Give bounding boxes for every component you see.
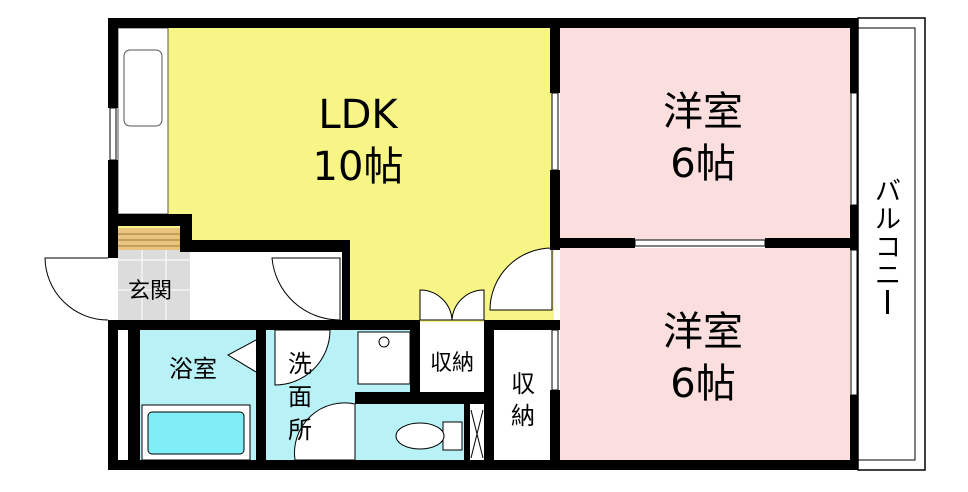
western-room-1-size: 6帖 — [670, 141, 735, 187]
toilet-door-x — [470, 409, 484, 459]
western-room-1-floor — [560, 28, 850, 240]
ldk-size: 10帖 — [313, 144, 404, 190]
balcony-char: コ — [875, 233, 901, 263]
bath-door — [226, 339, 257, 373]
storage-1-floor — [420, 330, 484, 392]
balcony-rail — [857, 27, 916, 461]
balcony-char-long-vowel — [886, 290, 889, 314]
bath-label: 浴室 — [169, 355, 217, 383]
entrance-label: 玄関 — [128, 279, 172, 304]
balcony-char: バ — [875, 177, 901, 207]
hall-door — [271, 257, 341, 321]
fixtures — [117, 27, 484, 461]
doors — [44, 247, 553, 461]
storage-2-floor — [494, 330, 552, 460]
balcony — [857, 17, 926, 471]
entrance-tiles — [118, 250, 190, 320]
washroom-door — [274, 329, 331, 386]
toilet-door — [294, 402, 356, 461]
balcony-char: ル — [875, 205, 901, 235]
western-room-2-label: 洋室 — [663, 309, 743, 355]
step-lines — [118, 233, 180, 247]
storage-2-label-1: 収 — [511, 370, 535, 398]
ldk-floor — [118, 28, 554, 240]
kitchen-sink — [123, 49, 163, 127]
entrance-step — [118, 228, 180, 250]
western-room-2-size: 6帖 — [670, 361, 735, 407]
floors — [118, 28, 850, 460]
toilet-tank — [442, 421, 463, 451]
storage-1-label: 収納 — [430, 351, 474, 376]
storage-2-label-2: 納 — [511, 402, 535, 430]
storage-door-right — [451, 289, 485, 321]
room-door — [489, 247, 553, 311]
walls — [108, 18, 858, 470]
drain-icon — [378, 336, 390, 348]
washroom-label-2: 面 — [288, 383, 312, 411]
western-room-1-label: 洋室 — [663, 89, 743, 135]
balcony-char: ニ — [875, 261, 901, 291]
windows — [109, 92, 858, 396]
washroom-label-1: 洗 — [288, 350, 312, 378]
front-door — [44, 257, 109, 321]
washroom-label-3: 所 — [288, 416, 312, 444]
western-room-2-floor — [560, 248, 850, 460]
ldk-label: LDK — [318, 92, 399, 138]
bath-tub — [147, 411, 245, 455]
toilet-bowl — [395, 422, 445, 450]
balcony-label: バ ル コ ニ — [875, 177, 901, 314]
